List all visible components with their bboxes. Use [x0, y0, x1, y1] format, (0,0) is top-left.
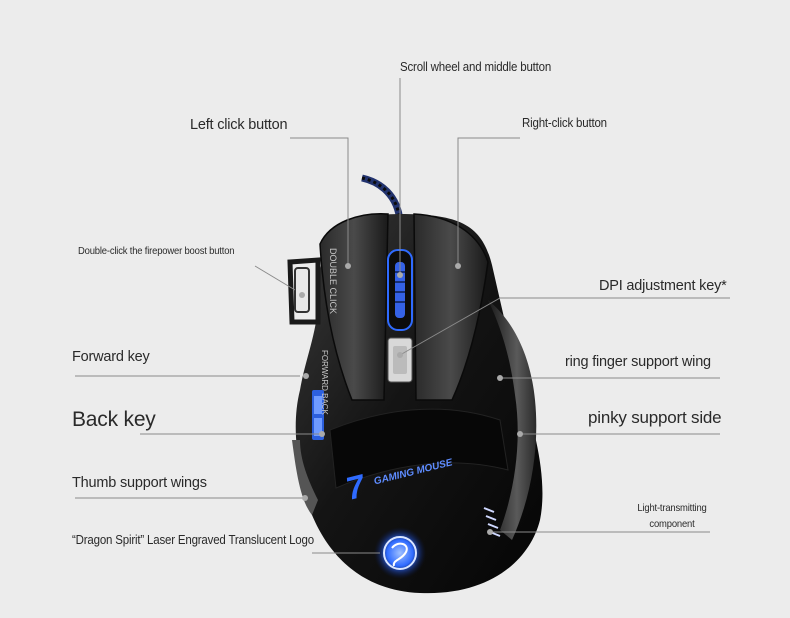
- thumb-wing: [292, 440, 318, 515]
- label-left-click: Left click button: [190, 117, 288, 133]
- label-scroll-wheel: Scroll wheel and middle button: [400, 60, 552, 74]
- label-ring-finger-wing: ring finger support wing: [565, 354, 711, 370]
- label-light-component-line1: Light-transmitting: [637, 502, 707, 514]
- dragon-logo: [374, 527, 426, 579]
- leader-lines: [75, 78, 730, 554]
- left-click-button: [319, 213, 389, 401]
- double-click-print: DOUBLE CLICK: [328, 248, 338, 314]
- label-double-click-boost: Double-click the firepower boost button: [78, 245, 235, 257]
- label-light-component-line2: component: [649, 518, 695, 530]
- label-dragon-logo: “Dragon Spirit” Laser Engraved Transluce…: [72, 533, 314, 547]
- forward-back-print: FORWARD BACK: [320, 350, 329, 416]
- label-thumb-wings: Thumb support wings: [72, 475, 207, 491]
- label-light-component: Light-transmitting component: [636, 500, 708, 532]
- label-dpi-key: DPI adjustment key*: [599, 278, 727, 294]
- label-pinky-side: pinky support side: [588, 408, 722, 427]
- double-click-boost-button: [294, 267, 310, 313]
- label-right-click: Right-click button: [522, 116, 607, 130]
- label-back-key: Back key: [72, 408, 156, 431]
- right-click-button: [413, 213, 489, 401]
- ring-finger-wing: [488, 300, 537, 540]
- leader-dots: [299, 263, 523, 535]
- light-transmitting-stripes: [483, 507, 501, 537]
- label-forward-key: Forward key: [72, 349, 150, 365]
